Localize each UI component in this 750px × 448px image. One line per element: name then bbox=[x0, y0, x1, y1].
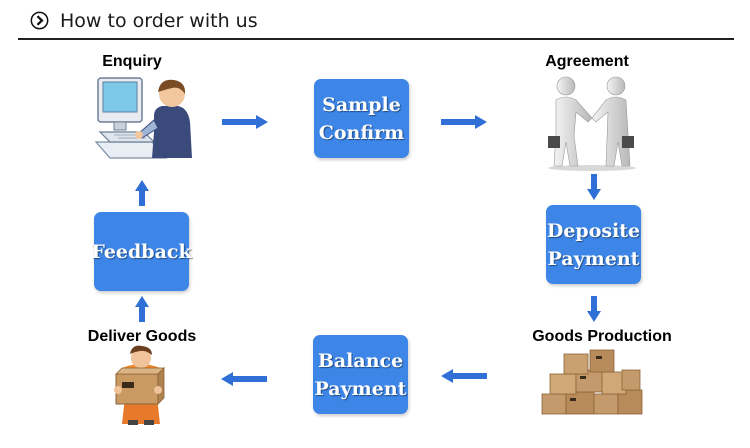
arrow-left-icon bbox=[221, 372, 267, 386]
step-label-goods-production: Goods Production bbox=[532, 328, 672, 345]
section-header: How to order with us bbox=[0, 0, 750, 42]
deposite-payment-box: Deposite Payment bbox=[546, 205, 641, 284]
sample-confirm-line1: Sample bbox=[322, 93, 401, 116]
delivery-man-illustration bbox=[114, 345, 165, 425]
deposite-payment-line2: Payment bbox=[547, 247, 640, 270]
deposite-payment-line1: Deposite bbox=[546, 219, 641, 242]
arrow-up-icon bbox=[135, 296, 149, 322]
handshake-illustration bbox=[548, 76, 636, 171]
arrow-right-icon bbox=[222, 115, 268, 129]
step-label-enquiry: Enquiry bbox=[102, 53, 162, 70]
page-title: How to order with us bbox=[60, 10, 258, 32]
sample-confirm-line2: Confirm bbox=[318, 121, 405, 144]
arrow-down-icon bbox=[587, 296, 601, 322]
arrow-right-icon bbox=[441, 115, 487, 129]
balance-payment-line1: Balance bbox=[317, 349, 404, 372]
arrow-left-icon bbox=[441, 369, 487, 383]
computer-user-illustration bbox=[94, 77, 192, 159]
header-divider bbox=[18, 38, 734, 40]
feedback-box: Feedback bbox=[91, 212, 192, 291]
arrow-down-icon bbox=[587, 174, 601, 200]
balance-payment-line2: Payment bbox=[314, 377, 407, 400]
arrow-up-icon bbox=[135, 180, 149, 206]
step-label-agreement: Agreement bbox=[545, 53, 629, 70]
balance-payment-box: Balance Payment bbox=[313, 335, 408, 414]
sample-confirm-box: Sample Confirm bbox=[314, 79, 409, 158]
feedback-line1: Feedback bbox=[91, 240, 192, 263]
chevron-right-circle-icon bbox=[30, 11, 49, 30]
boxes-stack-illustration bbox=[541, 349, 643, 415]
step-label-deliver-goods: Deliver Goods bbox=[87, 328, 197, 345]
